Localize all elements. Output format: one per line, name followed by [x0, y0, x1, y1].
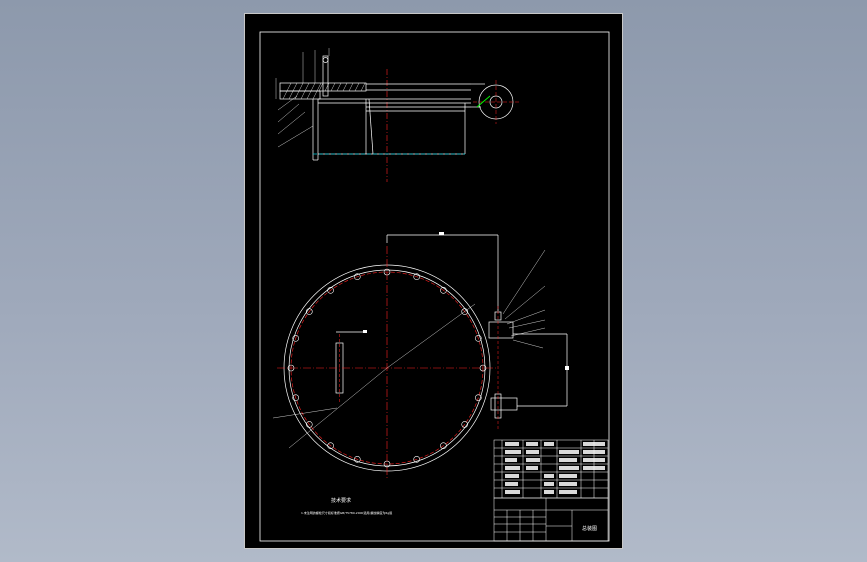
- bolt-holes: [287, 268, 487, 468]
- bolt-hole: [461, 308, 468, 315]
- title-block: [493, 497, 609, 542]
- bolt-hole: [354, 455, 361, 463]
- section-leaders: [275, 48, 330, 148]
- bolt-hole: [413, 273, 420, 281]
- bolt-hole: [292, 394, 300, 402]
- bolt-hole: [354, 273, 361, 281]
- table-cell-text: [583, 458, 605, 462]
- table-cell-text: [544, 482, 554, 486]
- bolt-hole: [327, 442, 334, 450]
- table-cell-text: [559, 466, 579, 470]
- table-cell-text: [559, 482, 577, 486]
- table-cell-text: [559, 474, 577, 478]
- parts-list-text: [505, 442, 605, 494]
- bolt-hole: [287, 364, 295, 372]
- section-view: [279, 55, 519, 182]
- table-cell-text: [559, 490, 577, 494]
- table-cell-text: [526, 442, 538, 446]
- bolt-hole: [461, 421, 468, 428]
- drawing-sheet: 技术要求 1.未注明的螺栓尺寸和标准按GB/T5780-2000选用,螺纹精度为…: [244, 13, 623, 549]
- plan-centerlines: [277, 246, 497, 480]
- assembly-drawing: 技术要求 1.未注明的螺栓尺寸和标准按GB/T5780-2000选用,螺纹精度为…: [259, 31, 610, 542]
- table-cell-text: [526, 458, 540, 462]
- table-cell-text: [559, 450, 579, 454]
- bolt-hole: [327, 286, 334, 294]
- table-cell-text: [526, 466, 538, 470]
- bolt-hole: [292, 334, 300, 342]
- technical-notes-title: 技术要求: [331, 497, 351, 504]
- bolt-hole: [479, 364, 487, 372]
- bolt-hole: [440, 442, 447, 450]
- bolt-hole: [306, 421, 313, 428]
- table-cell-text: [505, 450, 521, 454]
- bolt-hole: [475, 394, 482, 402]
- table-cell-text: [583, 466, 605, 470]
- technical-notes-line: 1.未注明的螺栓尺寸和标准按GB/T5780-2000选用,螺纹精度为6g级: [301, 510, 392, 515]
- bolt-hole: [383, 268, 391, 276]
- table-cell-text: [544, 442, 554, 446]
- title-block-name: 总装图: [582, 525, 597, 532]
- plan-leaders: [272, 249, 546, 449]
- bolt-hole: [383, 460, 391, 468]
- table-cell-text: [505, 442, 519, 446]
- parts-list: [493, 439, 609, 499]
- table-cell-text: [505, 482, 518, 486]
- table-cell-text: [505, 466, 520, 470]
- table-cell-text: [583, 450, 605, 454]
- table-cell-text: [505, 490, 520, 494]
- plan-view: [283, 232, 569, 472]
- bolt-hole: [440, 286, 447, 294]
- table-cell-text: [505, 474, 519, 478]
- table-cell-text: [505, 458, 517, 462]
- table-cell-text: [544, 490, 554, 494]
- table-cell-text: [526, 450, 539, 454]
- bolt-hole: [306, 308, 313, 315]
- table-cell-text: [544, 474, 554, 478]
- bolt-hole: [413, 455, 420, 463]
- bolt-hole: [475, 334, 482, 342]
- drawing-frame: [259, 31, 610, 542]
- table-cell-text: [559, 458, 577, 462]
- table-cell-text: [583, 442, 605, 446]
